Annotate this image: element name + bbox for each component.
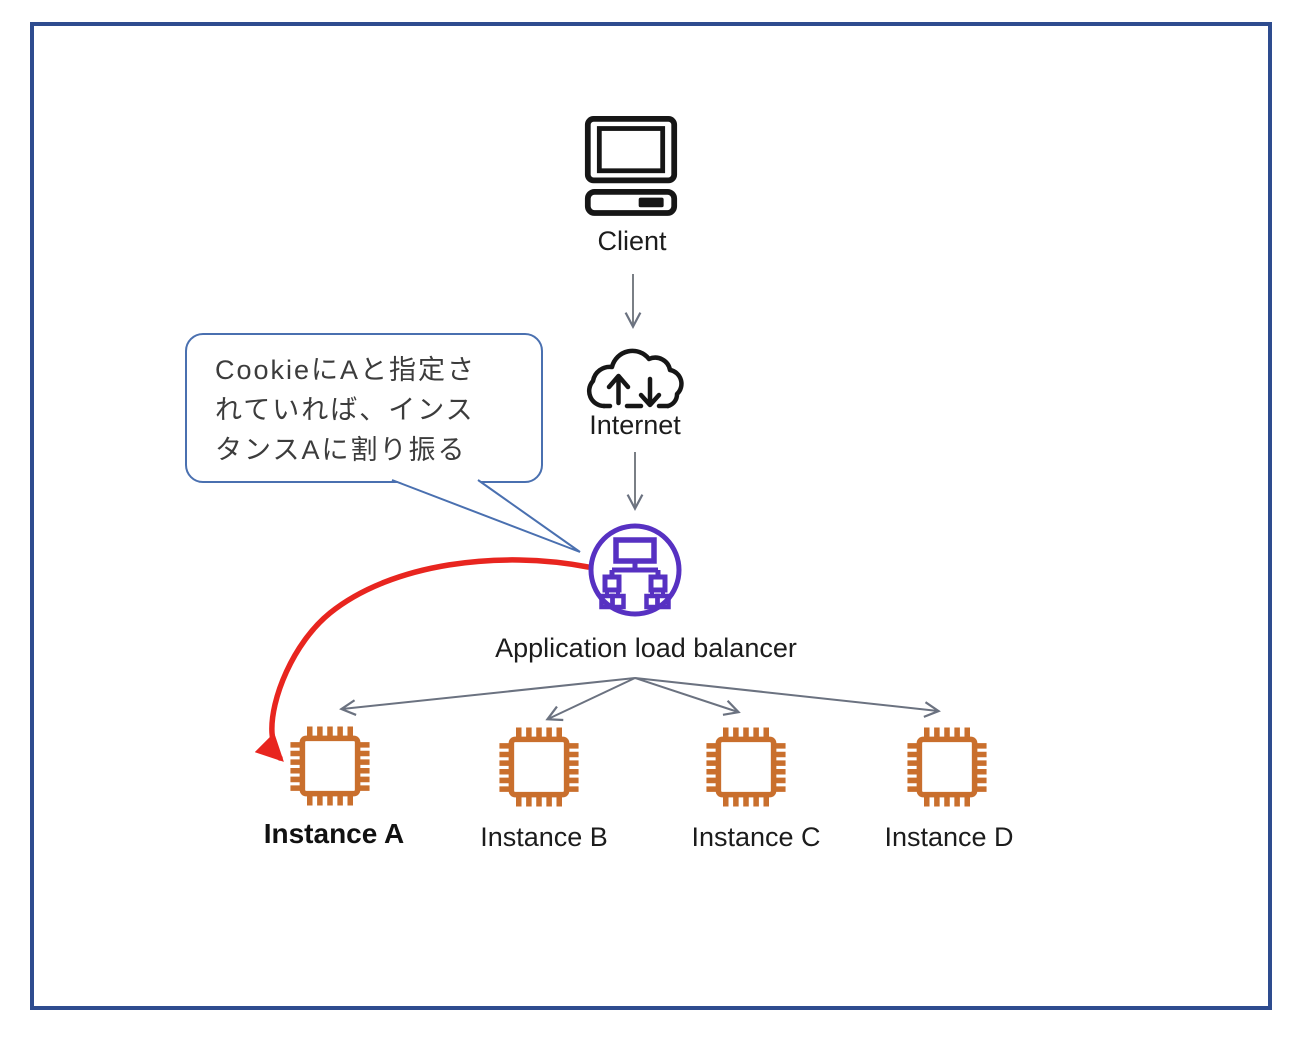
instance-d-label: Instance D xyxy=(884,822,1014,852)
cloud-up-down-arrows-icon xyxy=(587,348,684,409)
cpu-chip-icon-instance-d xyxy=(907,727,987,807)
cpu-chip-icon-instance-a xyxy=(290,726,370,806)
network-tree-circle-icon xyxy=(588,523,682,617)
cpu-chip-icon-instance-b xyxy=(499,727,579,807)
callout-bubble: CookieにAと指定さ れていれば、インス タンスAに割り振る xyxy=(185,333,543,483)
internet-label: Internet xyxy=(589,410,681,440)
callout-line: CookieにAと指定さ xyxy=(215,355,477,385)
load-balancer-label: Application load balancer xyxy=(495,633,797,663)
client-label: Client xyxy=(597,226,667,256)
desktop-computer-icon xyxy=(584,116,678,216)
instance-b-label: Instance B xyxy=(480,822,608,852)
callout-text: CookieにAと指定さ れていれば、インス タンスAに割り振る xyxy=(187,335,541,470)
instance-a-label: Instance A xyxy=(263,818,405,849)
cpu-chip-icon-instance-c xyxy=(706,727,786,807)
instance-c-label: Instance C xyxy=(691,822,821,852)
diagram-outer-frame xyxy=(30,22,1272,1010)
callout-line: れていれば、インス xyxy=(215,395,475,425)
callout-line: タンスAに割り振る xyxy=(215,435,467,465)
